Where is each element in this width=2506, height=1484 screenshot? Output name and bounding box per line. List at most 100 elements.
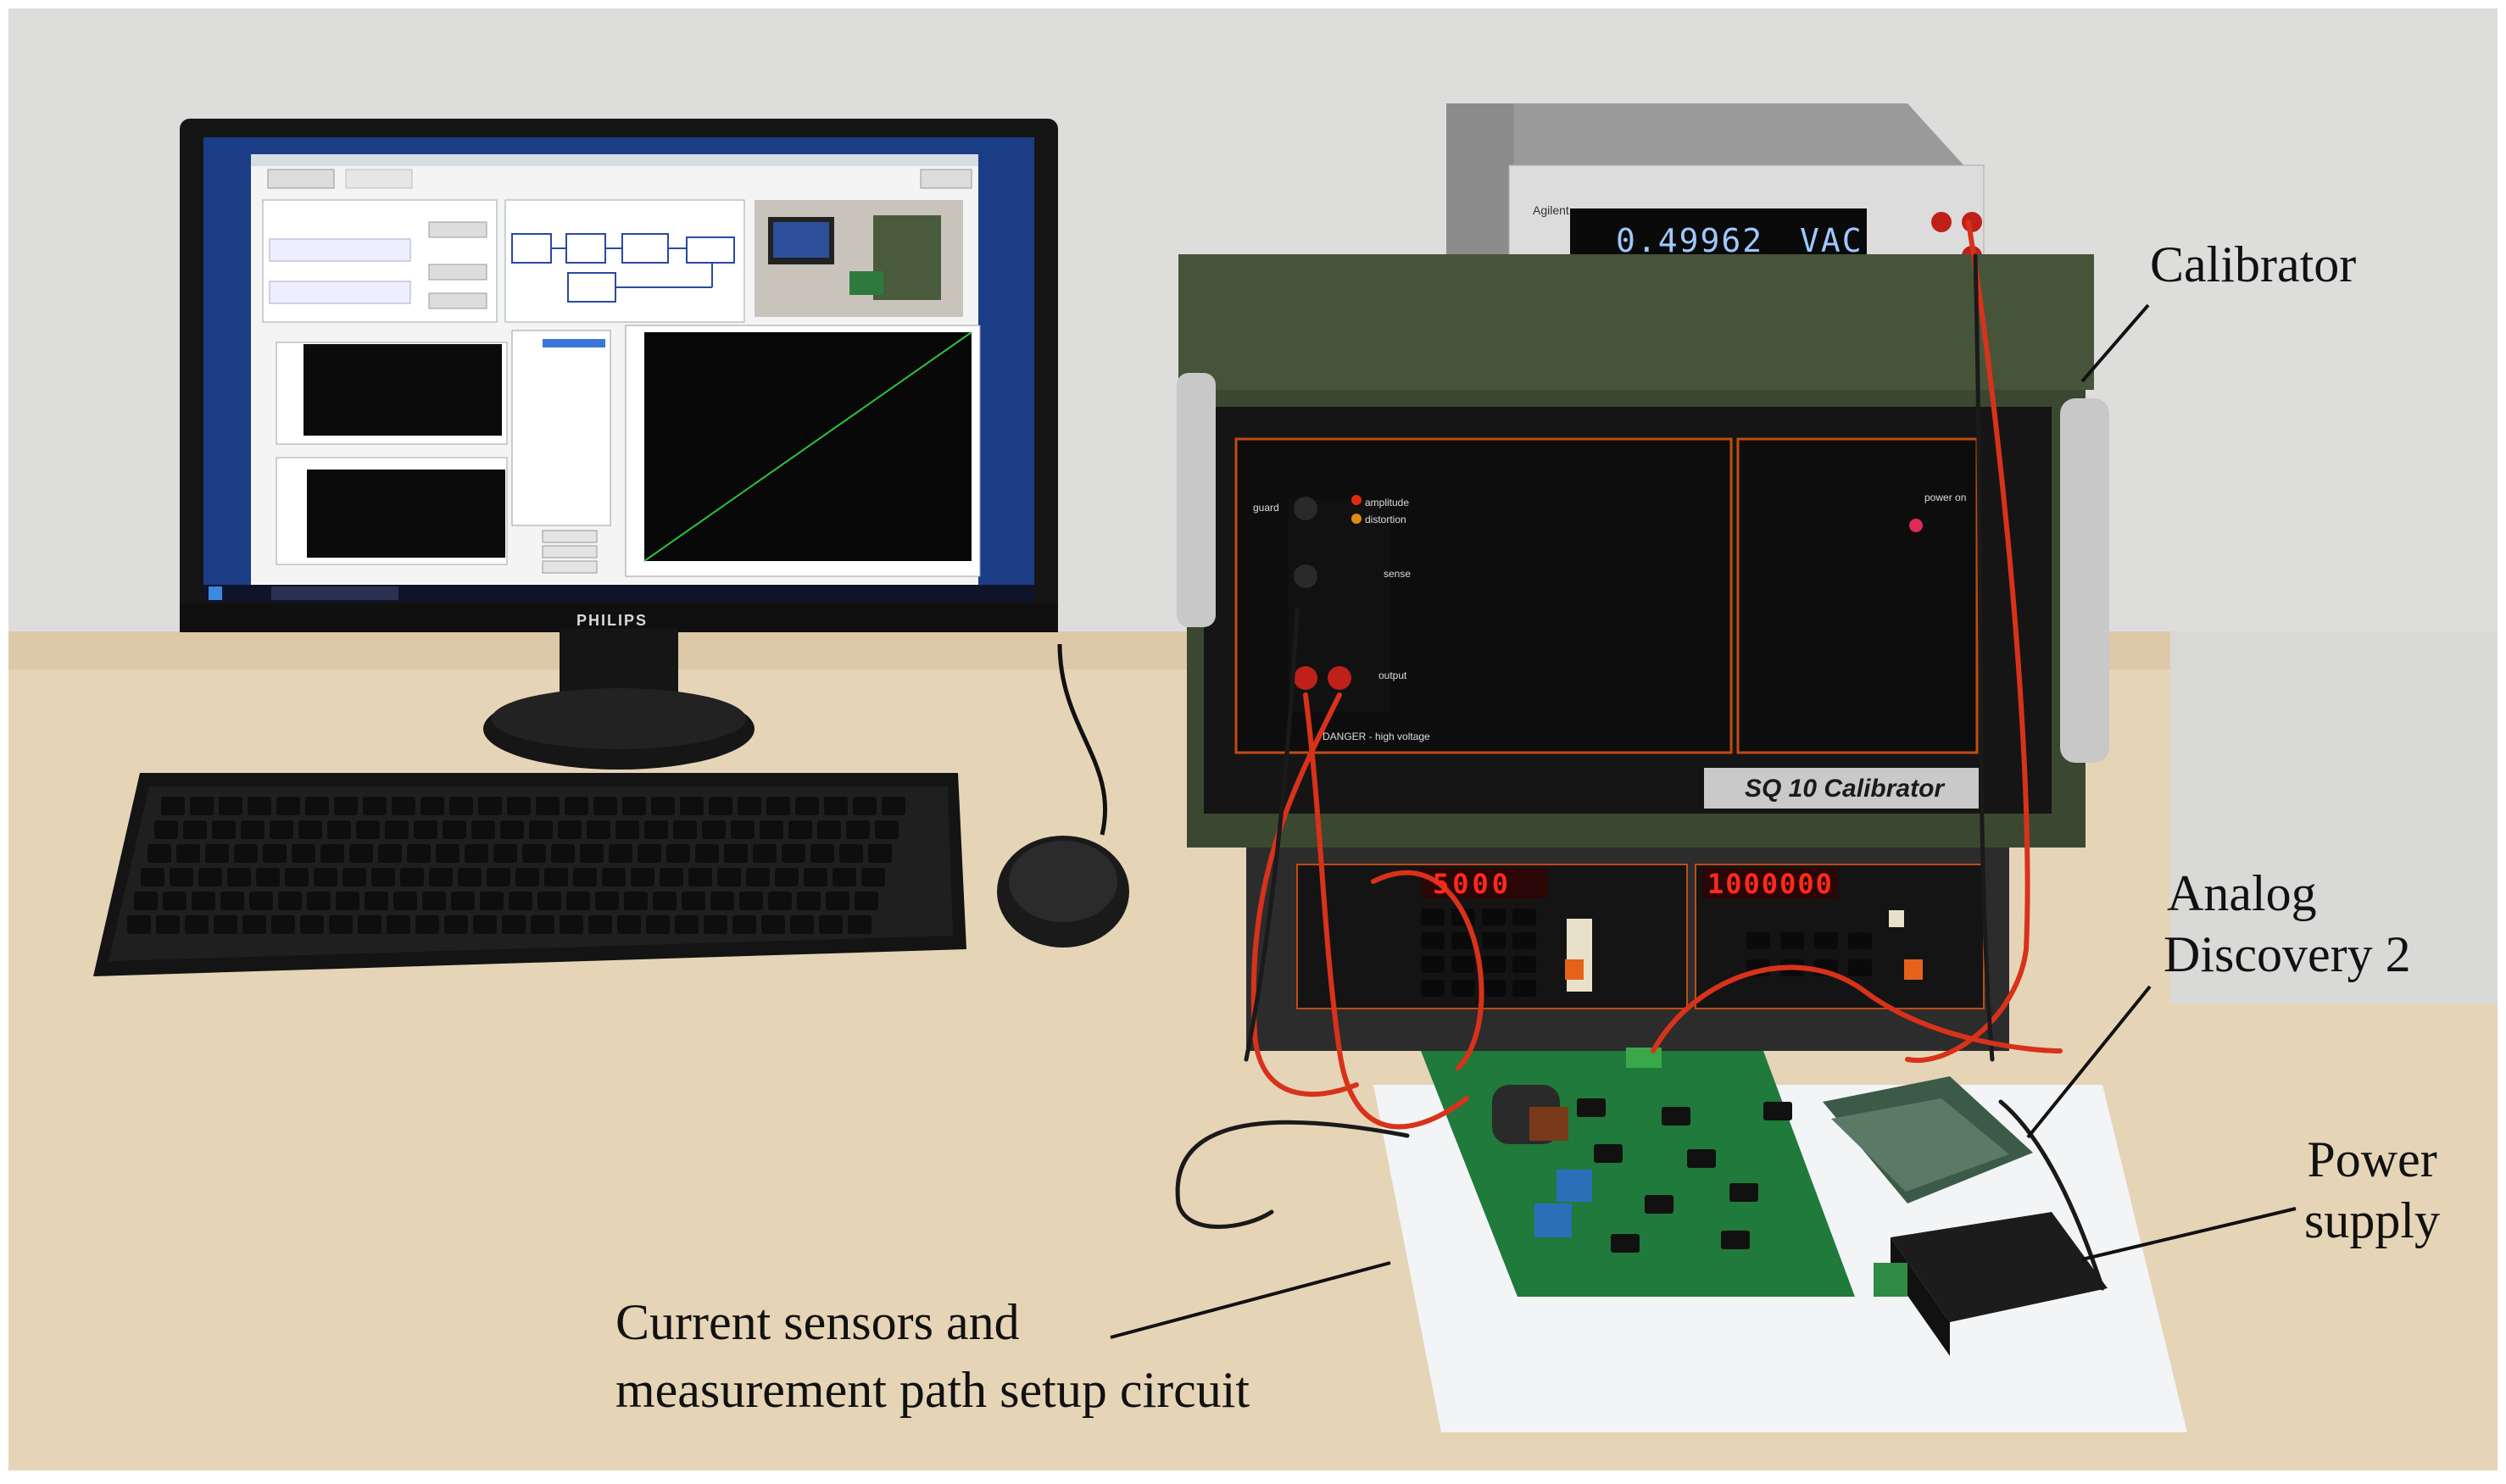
keyboard-key: [624, 892, 648, 910]
pcb-relay: [1721, 1231, 1750, 1249]
keyboard-key: [407, 844, 431, 863]
keyboard-key: [305, 797, 329, 815]
keyboard-key: [739, 892, 763, 910]
keyboard-key: [298, 820, 322, 839]
label-distortion: distortion: [1365, 514, 1406, 525]
calibrator-key: [1451, 932, 1475, 949]
keyboard-key: [709, 797, 732, 815]
keyboard-key: [358, 915, 381, 934]
keyboard-key: [134, 892, 158, 910]
keyboard-key: [415, 915, 439, 934]
label-analog-line2: Discovery 2: [2164, 926, 2411, 982]
keyboard-key: [587, 820, 610, 839]
cables: [1175, 220, 2105, 1291]
keyboard-key: [795, 797, 819, 815]
keyboard-key: [826, 892, 849, 910]
pcb-relay: [1594, 1144, 1623, 1163]
label-power-on: power on: [1924, 492, 1967, 503]
keyboard-key: [853, 797, 877, 815]
keyboard-key: [449, 797, 473, 815]
keyboard-key: [702, 820, 726, 839]
keyboard-key: [387, 915, 410, 934]
pcb-relay: [1763, 1102, 1792, 1120]
keyboard-key: [861, 868, 885, 887]
power-supply: [1874, 1212, 2108, 1356]
keyboard-key: [378, 844, 402, 863]
keyboard-key: [732, 915, 756, 934]
keyboard-key: [761, 915, 785, 934]
keyboard-key: [385, 820, 409, 839]
keyboard-key: [839, 844, 863, 863]
label-power-line1: Power: [2307, 1131, 2437, 1187]
calibrator-key: [1482, 932, 1506, 949]
keyboard-key: [653, 892, 677, 910]
calibrator-key: [1512, 980, 1536, 997]
label-guard: guard: [1253, 502, 1279, 514]
keyboard-key: [558, 820, 582, 839]
keyboard-key: [788, 820, 812, 839]
keyboard-key: [127, 915, 151, 934]
keyboard-key: [170, 868, 193, 887]
keyboard-key: [768, 892, 792, 910]
keyboard-key: [292, 844, 315, 863]
keyboard-key: [349, 844, 373, 863]
label-sense: sense: [1384, 568, 1412, 580]
keyboard-key: [609, 844, 632, 863]
calibrator-display-left: 5000: [1433, 868, 1512, 900]
keyboard-key: [824, 797, 848, 815]
keyboard-key: [163, 892, 187, 910]
keyboard-key: [256, 868, 280, 887]
calibrator-key: [1451, 956, 1475, 973]
multimeter-reading: 0.49962 VAC: [1616, 222, 1863, 259]
keyboard-key: [148, 844, 171, 863]
keyboard-key: [651, 797, 675, 815]
keyboard-key: [868, 844, 892, 863]
keyboard-key: [465, 844, 488, 863]
calibrator-key: [1746, 932, 1770, 949]
keyboard-key: [817, 820, 841, 839]
keyboard-key: [731, 820, 755, 839]
keyboard-key: [493, 844, 517, 863]
keyboard-key: [846, 820, 870, 839]
keyboard-key: [320, 844, 344, 863]
keyboard-key: [819, 915, 843, 934]
keyboard-key: [502, 915, 526, 934]
keyboard-key: [451, 892, 475, 910]
keyboard-key: [205, 844, 229, 863]
keyboard-key: [487, 868, 510, 887]
keyboard-key: [263, 844, 287, 863]
keyboard-key: [307, 892, 331, 910]
keyboard-key: [882, 797, 905, 815]
keyboard-key: [588, 915, 612, 934]
keyboard-key: [875, 820, 899, 839]
keyboard-key: [695, 844, 719, 863]
calibrator-key: [1780, 932, 1804, 949]
keyboard-key: [595, 892, 619, 910]
keyboard-key: [141, 868, 164, 887]
keyboard-key: [327, 820, 351, 839]
calibrator-key: [1421, 956, 1445, 973]
keyboard-key: [782, 844, 805, 863]
keyboard-key: [270, 820, 293, 839]
keyboard-key: [724, 844, 748, 863]
keyboard-key: [336, 892, 359, 910]
keyboard-key: [675, 915, 699, 934]
multimeter-value: 0.49962: [1616, 222, 1764, 259]
keyboard-key: [342, 868, 366, 887]
calibrator-key: [1814, 932, 1838, 949]
keyboard-key: [185, 915, 209, 934]
keyboard-key: [227, 868, 251, 887]
keyboard-key: [580, 844, 604, 863]
calibrator-key: [1482, 956, 1506, 973]
label-power-line2: supply: [2304, 1192, 2441, 1248]
keyboard-key: [393, 892, 417, 910]
keyboard-key: [414, 820, 437, 839]
keyboard-key: [473, 915, 497, 934]
keyboard-key: [551, 844, 575, 863]
keyboard-key: [704, 915, 727, 934]
keyboard-key: [242, 915, 266, 934]
calibrator-key: [1421, 909, 1445, 925]
pcb-relay: [1729, 1183, 1758, 1202]
keyboard-key: [666, 844, 690, 863]
